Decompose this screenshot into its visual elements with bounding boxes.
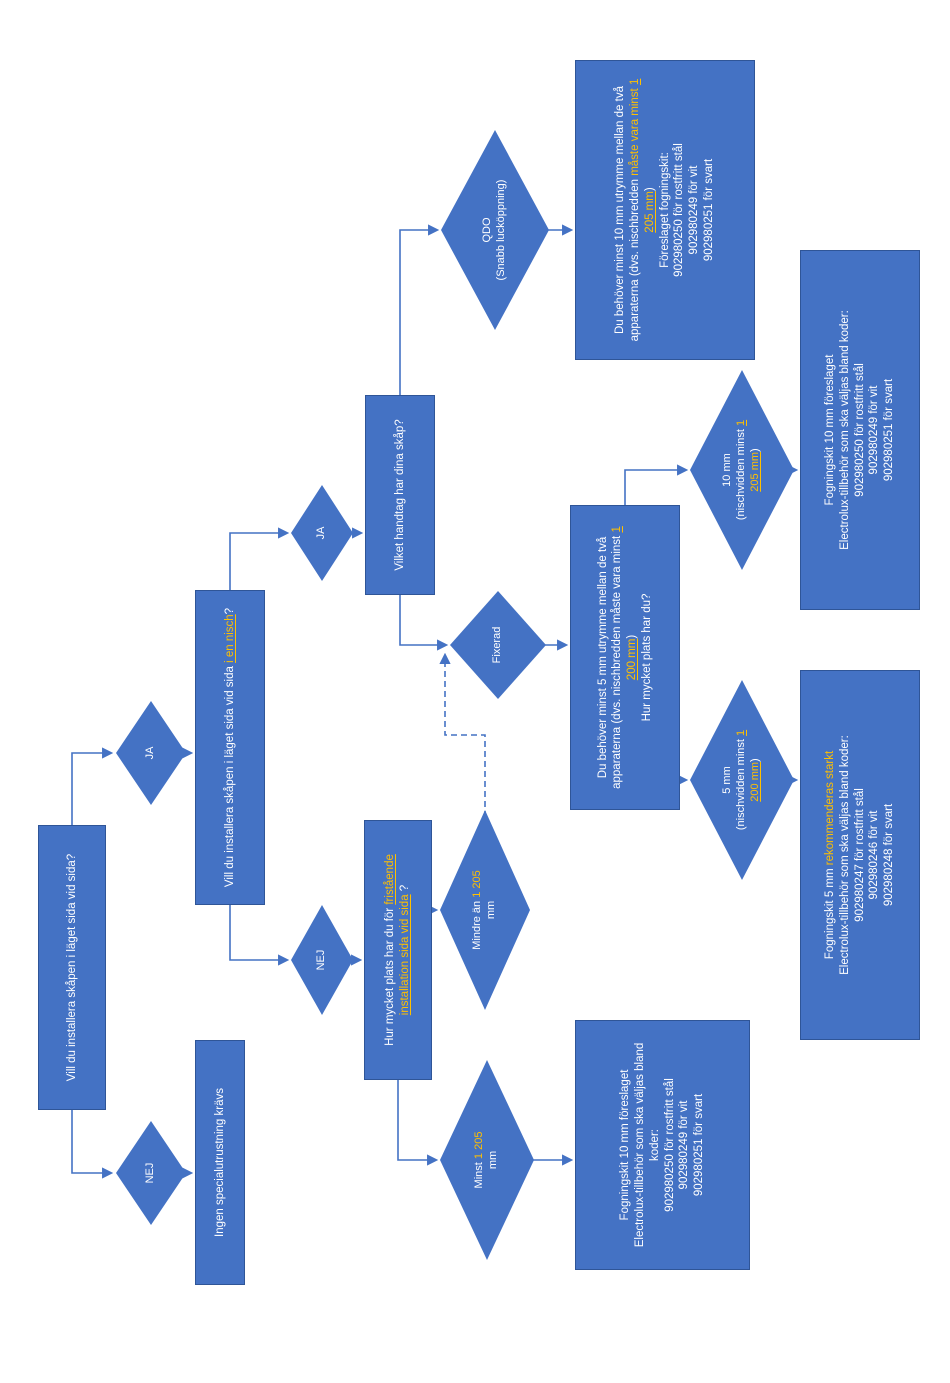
node-text: 10 mm(nischvidden minst 1 205 mm)	[721, 419, 761, 521]
node-text: JA	[144, 746, 157, 760]
connector-handtag-qdo	[399, 224, 440, 398]
connector-start-nej	[71, 1098, 114, 1179]
node-text: Hur mycket plats har du för fristående i…	[384, 854, 411, 1046]
node-text: Du behöver minst 5 mm utrymme mellan de …	[596, 526, 638, 789]
node-question-freestanding-space: Hur mycket plats har du för fristående i…	[364, 820, 432, 1080]
node-text: Ingen specialutrustning krävs	[213, 1088, 226, 1237]
connector-fix-10mm	[624, 464, 689, 508]
kit-code: 902980251 för svart	[702, 158, 715, 262]
node-text: Vill du installera skåpen i läget sida v…	[65, 853, 78, 1082]
kit-code: 902980250 för rostfritt stål	[853, 363, 866, 497]
kit-code: 902980247 för rostfritt stål	[853, 788, 866, 922]
kit-code: 902980248 för svart	[883, 803, 896, 907]
node-text: NEJ	[315, 949, 328, 971]
node-result-no-special-equipment: Ingen specialutrustning krävs	[195, 1040, 245, 1285]
connector-nisch-nej	[229, 902, 290, 966]
node-question-handle: Vilket handtag har dina skåp?	[365, 395, 435, 595]
kit-code: 902980251 för svart	[883, 378, 896, 482]
node-text: Vilket handtag har dina skåp?	[393, 419, 406, 571]
node-text: JA	[315, 526, 328, 540]
node-text: Electrolux-tillbehör som ska väljas blan…	[634, 1042, 661, 1248]
connector-start-ja	[71, 747, 114, 833]
node-subtitle: Föreslaget fogningskit:	[658, 152, 671, 268]
kit-code: 902980249 för vit	[678, 1100, 691, 1190]
kit-code: 902980250 för rostfritt stål	[673, 143, 686, 277]
node-result-kit-10mm-freestanding: Fogningskit 10 mm föreslaget Electrolux-…	[575, 1020, 750, 1270]
node-text: Vill du installera skåpen i läget sida v…	[223, 607, 236, 888]
node-text: QDO(Snabb lucköppning)	[481, 179, 507, 281]
node-text: Fogningskit 5 mm rekommenderas starkt	[824, 750, 837, 960]
node-question: Hur mycket plats har du?	[640, 593, 653, 722]
node-text: Fogningskit 10 mm föreslaget	[619, 1069, 632, 1221]
kit-code: 902980251 för svart	[692, 1093, 705, 1197]
connector-handtag-fixerad	[399, 592, 449, 651]
node-result-kit-5mm: Fogningskit 5 mm rekommenderas starkt El…	[800, 670, 920, 1040]
node-question-niche: Vill du installera skåpen i läget sida v…	[195, 590, 265, 905]
node-start-question: Vill du installera skåpen i läget sida v…	[38, 825, 106, 1110]
node-text: Minst 1 205 mm	[473, 1131, 499, 1189]
kit-code: 902980249 för vit	[688, 165, 701, 255]
node-text: 5 mm(nischvidden minst 1 200 mm)	[721, 729, 761, 831]
node-result-qdo-kit: Du behöver minst 10 mm utrymme mellan de…	[575, 60, 755, 360]
node-text: NEJ	[144, 1162, 157, 1184]
connector-nisch-ja	[229, 527, 290, 593]
connector-plats-minst	[397, 1077, 439, 1166]
node-result-fixed-space-question: Du behöver minst 5 mm utrymme mellan de …	[570, 505, 680, 810]
node-result-kit-10mm: Fogningskit 10 mm föreslaget Electrolux-…	[800, 250, 920, 610]
kit-code: 902980249 för vit	[868, 385, 881, 475]
node-text: Fixerad	[491, 626, 504, 664]
node-text: Electrolux-tillbehör som ska väljas blan…	[838, 310, 851, 550]
node-text: Electrolux-tillbehör som ska väljas blan…	[838, 735, 851, 975]
node-text: Mindre än 1 205 mm	[471, 870, 497, 950]
kit-code: 902980246 för vit	[868, 810, 881, 900]
node-text: Du behöver minst 10 mm utrymme mellan de…	[614, 78, 656, 342]
kit-code: 902980250 för rostfritt stål	[663, 1078, 676, 1212]
connector-mindre-fixerad-dashed	[439, 652, 486, 817]
node-text: Fogningskit 10 mm föreslaget	[824, 354, 837, 506]
